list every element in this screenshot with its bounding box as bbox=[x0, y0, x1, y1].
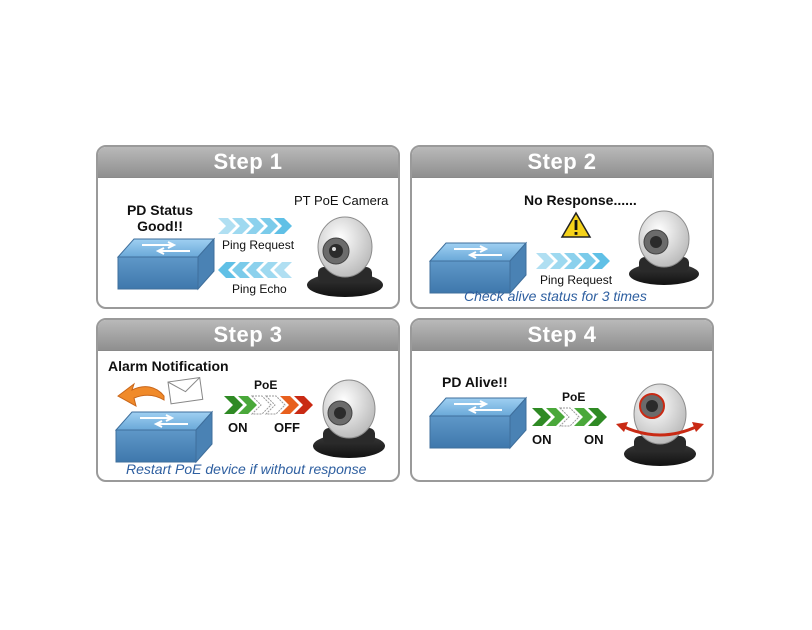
email-alert-icon bbox=[117, 376, 204, 407]
switch-icon bbox=[428, 241, 528, 295]
step-4-panel: Step 4 PD Alive!! PoE ON ON bbox=[410, 318, 714, 482]
ping-request-arrows-icon bbox=[536, 253, 610, 269]
step-2-panel: Step 2 No Response...... Ping Reque bbox=[410, 145, 714, 309]
on-label: ON bbox=[532, 432, 552, 447]
ptz-camera-rotating-icon bbox=[616, 383, 704, 466]
step-1-panel: Step 1 PD Status Good!! Ping Request bbox=[96, 145, 400, 309]
pd-alive-label: PD Alive!! bbox=[442, 374, 508, 390]
poe-label: PoE bbox=[254, 378, 278, 392]
poe-on-on-arrows-icon bbox=[532, 407, 607, 427]
camera-label: PT PoE Camera bbox=[294, 193, 389, 208]
ptz-camera-icon bbox=[313, 379, 385, 458]
ping-echo-label: Ping Echo bbox=[232, 282, 287, 296]
alarm-notification-label: Alarm Notification bbox=[108, 358, 229, 374]
step-2-title: Step 2 bbox=[412, 147, 712, 178]
off-label: OFF bbox=[274, 420, 300, 435]
step-4-title: Step 4 bbox=[412, 320, 712, 351]
no-response-label: No Response...... bbox=[524, 192, 637, 208]
ping-request-label: Ping Request bbox=[540, 273, 613, 287]
step-1-title: Step 1 bbox=[98, 147, 398, 178]
on-label: ON bbox=[228, 420, 248, 435]
switch-icon bbox=[114, 410, 214, 464]
ping-request-label: Ping Request bbox=[222, 238, 295, 252]
ptz-camera-icon bbox=[307, 216, 383, 297]
step-3-panel: Step 3 Alarm Notification PoE bbox=[96, 318, 400, 482]
poe-label: PoE bbox=[562, 390, 586, 404]
poe-on-off-arrows-icon bbox=[224, 395, 313, 415]
step-2-caption: Check alive status for 3 times bbox=[464, 288, 647, 304]
step-3-caption: Restart PoE device if without response bbox=[126, 461, 367, 477]
ping-echo-arrows-icon bbox=[218, 262, 292, 278]
ptz-camera-icon bbox=[629, 210, 699, 285]
on-label-2: ON bbox=[584, 432, 604, 447]
step-3-title: Step 3 bbox=[98, 320, 398, 351]
pd-status-label: PD Status Good!! bbox=[126, 202, 194, 234]
warning-icon bbox=[560, 211, 592, 238]
ping-request-arrows-icon bbox=[218, 218, 292, 234]
switch-icon bbox=[116, 237, 216, 291]
switch-icon bbox=[428, 396, 528, 450]
